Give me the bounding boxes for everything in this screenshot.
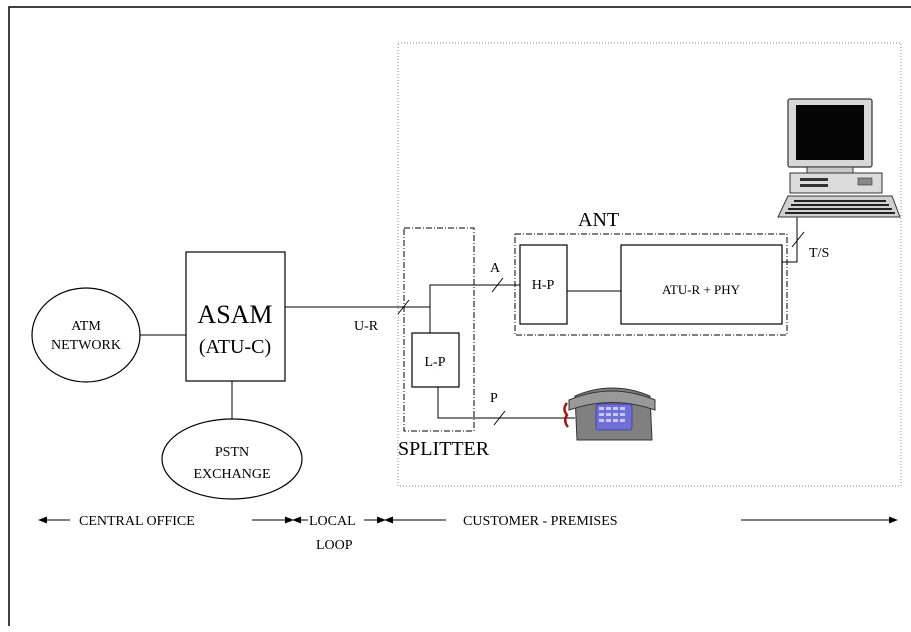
p-tick [493,410,506,426]
phone-line [437,387,575,419]
atm-network-label-line2: NETWORK [51,338,121,353]
asam-label-line2: (ATU-C) [199,336,271,358]
low-pass-filter-box [411,332,460,388]
customer-premises-region [397,42,902,487]
page-frame [8,6,911,626]
atm-network-label-line1: ATM [71,319,101,334]
ant-label: ANT [578,209,619,231]
a-label: A [490,261,501,276]
ts-line [782,208,798,263]
p-label: P [490,391,498,406]
ts-label: T/S [809,246,829,261]
asam-box [185,251,286,382]
high-pass-label: H-P [532,278,555,293]
customer-premises-label: CUSTOMER - PREMISES [463,514,618,529]
pstn-exchange-node: PSTN EXCHANGE [161,418,303,500]
central-office-label: CENTRAL OFFICE [79,514,195,529]
ts-tick [791,231,805,248]
splitter-block: L-P . SPLITTER [398,227,490,460]
pstn-label-line1: PSTN [215,445,249,460]
pstn-exchange-ellipse [161,418,303,500]
telephone-icon [563,387,656,441]
u-r-label: U-R [354,319,379,334]
local-loop-line [285,284,520,308]
ant-dashed-box [514,233,788,336]
a-tick [491,277,504,293]
local-loop-label-line2: LOOP [316,538,353,553]
asam-node: ASAM (ATU-C) [185,251,286,382]
atu-r-phy-label: ATU-R + PHY [662,282,741,297]
atm-network-ellipse [31,287,141,383]
ant-block: ANT H-P ATU-R + PHY [514,209,788,336]
atu-r-phy-box [620,244,783,325]
high-pass-filter-box [519,244,568,325]
local-loop-label-line1: LOCAL [309,514,356,529]
splitter-label: SPLITTER [398,438,490,460]
computer-icon [777,98,901,218]
pstn-label-line2: EXCHANGE [194,467,271,482]
atm-network-node: ATM NETWORK [31,287,141,383]
low-pass-label: L-P [425,355,446,370]
zone-scale: CENTRAL OFFICE LOCAL LOOP CUSTOMER - PRE… [38,514,898,553]
asam-label-line1: ASAM [197,300,272,329]
splitter-dashed-box [403,227,475,432]
low-pass-dot: . [436,371,437,375]
